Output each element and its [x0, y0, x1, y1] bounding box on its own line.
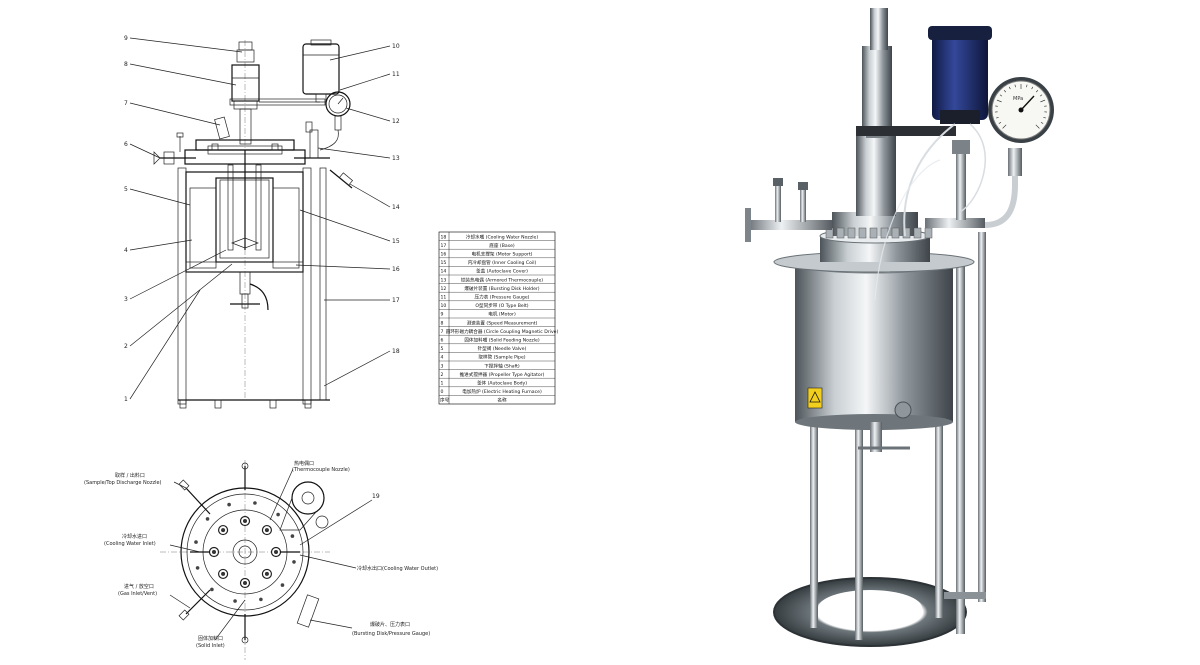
callout-left-8: 8 — [124, 61, 128, 68]
legend-row-num: 8 — [441, 320, 444, 326]
legend-header-num: 序号 — [440, 397, 450, 404]
legend-row-num: 10 — [441, 303, 447, 309]
gauge-unit: MPa — [1013, 96, 1023, 102]
callout-right-17: 17 — [392, 297, 400, 304]
pressure-gauge-stem — [1008, 148, 1022, 176]
callout-left-5: 5 — [124, 186, 128, 193]
gas-inlet-cn: 进气 / 放空口 — [124, 583, 154, 590]
legend-row-num: 16 — [441, 252, 447, 258]
callout-right-12: 12 — [392, 118, 400, 125]
legend-row-num: 5 — [441, 346, 444, 352]
callout-left-3: 3 — [124, 296, 128, 303]
thermo-nozzle-en: (Thermocouple Nozzle) — [292, 467, 350, 473]
reactor-leg — [935, 268, 943, 618]
bursting-disk-cn: 爆破片、压力表口 — [370, 621, 410, 628]
legend-row-num: 17 — [441, 243, 447, 249]
legend-row-num: 15 — [441, 260, 447, 266]
warning-sticker — [807, 387, 823, 409]
legend-row-num: 9 — [441, 312, 444, 318]
legend-row-num: 0 — [441, 389, 444, 395]
thermo-nozzle-cn: 热电偶口 — [294, 460, 314, 467]
legend-row-num: 6 — [441, 338, 444, 344]
bursting-disk-en: (Bursting Disk/Pressure Gauge) — [352, 631, 430, 637]
legend-row-name: 底座 (Base) — [489, 242, 515, 249]
motor-support-bar — [856, 126, 956, 136]
legend-row-num: 4 — [441, 355, 444, 361]
top-view-diagram: 取样 / 出料口 (Sample/Top Discharge Nozzle) 热… — [84, 460, 438, 660]
legend-row-name: 电机支撑架 (Motor Support) — [472, 251, 533, 258]
reactor-leg — [978, 232, 986, 602]
magnetic-coupling — [856, 136, 896, 216]
legend-row-name: 取样管 (Sample Pipe) — [478, 354, 525, 361]
legend-row-name: 测速装置 (Speed Measurement) — [467, 319, 538, 326]
callout-left-7: 7 — [124, 100, 128, 107]
callout-right-16: 16 — [392, 266, 400, 273]
cooling-outlet-label: 冷却水出口(Cooling Water Outlet) — [357, 565, 438, 572]
reactor-leg — [956, 262, 965, 634]
callout-right-11: 11 — [392, 71, 400, 78]
legend-row-num: 12 — [441, 286, 447, 292]
legend-row-name: 铠装热电偶 (Armored Thermocouple) — [461, 276, 543, 283]
legend-row-name: 针型阀 (Needle Valve) — [478, 345, 527, 352]
callout-19: 19 — [372, 493, 380, 500]
legend-row-name: 下搅拌轴 (Shaft) — [484, 362, 520, 369]
legend-row-name: 冷却水嘴 (Cooling Water Nozzle) — [466, 233, 539, 240]
reactor-leg — [810, 268, 818, 628]
gas-inlet-en: (Gas Inlet/Vent) — [118, 591, 157, 597]
cooling-inlet-en: (Cooling Water Inlet) — [104, 541, 156, 547]
sample-nozzle-en: (Sample/Top Discharge Nozzle) — [84, 480, 162, 486]
callout-left-4: 4 — [124, 247, 128, 254]
legend-row-num: 11 — [441, 295, 447, 301]
callout-right-13: 13 — [392, 155, 400, 162]
legend-row-name: O型同步带 (O Type Belt) — [475, 302, 528, 309]
callout-left-9: 9 — [124, 35, 128, 42]
callout-right-14: 14 — [392, 204, 400, 211]
legend-row-name: 推进式搅拌器 (Propeller Type Agitator) — [460, 371, 545, 378]
legend-row-name: 爆破片装置 (Bursting Disk Holder) — [464, 285, 539, 292]
legend-row-num: 2 — [441, 372, 444, 378]
legend-row-num: 7 — [441, 329, 444, 335]
legend-row-name: 电机 (Motor) — [488, 311, 516, 318]
legend-row-name: 圆环形磁力耦合器 (Circle Coupling Magnetic Drive… — [446, 328, 559, 335]
callout-right-10: 10 — [392, 43, 400, 50]
solid-inlet-en: (Solid Inlet) — [196, 643, 225, 649]
cooling-inlet-cn: 冷却水进口 — [122, 533, 147, 540]
callout-left-2: 2 — [124, 343, 128, 350]
legend-header-name: 名称 — [497, 397, 507, 404]
front-sectional-view: 9 8 7 6 5 4 3 2 1 10 11 12 13 14 15 16 17 18 — [124, 35, 400, 409]
callout-left-1: 1 — [124, 396, 128, 403]
legend-row-num: 13 — [441, 277, 447, 283]
legend-row-name: 压力表 (Pressure Gauge) — [475, 294, 530, 301]
legend-row-name: 釜体 (Autoclave Body) — [477, 380, 527, 387]
callout-right-15: 15 — [392, 238, 400, 245]
legend-row-name: 固体加料嘴 (Solid Feeding Nozzle) — [464, 337, 540, 344]
legend-row-name: 电加热炉 (Electric Heating Furnace) — [462, 388, 542, 395]
legend-row-name: 内冷却盘管 (Inner Cooling Coil) — [468, 259, 537, 266]
legend-row-num: 3 — [441, 363, 444, 369]
legend-row-name: 釜盖 (Autoclave Cover) — [476, 268, 528, 275]
reactor-photo: MPa — [745, 8, 1054, 647]
legend-row-num: 18 — [441, 234, 447, 240]
solid-inlet-cn: 固体加料口 — [198, 635, 223, 642]
legend-row-num: 1 — [441, 381, 444, 387]
sample-nozzle-cn: 取样 / 出料口 — [115, 472, 145, 479]
legend-row-num: 14 — [441, 269, 447, 275]
callout-left-6: 6 — [124, 141, 128, 148]
reactor-leg — [855, 270, 863, 640]
callout-right-18: 18 — [392, 348, 400, 355]
motor — [932, 28, 988, 120]
